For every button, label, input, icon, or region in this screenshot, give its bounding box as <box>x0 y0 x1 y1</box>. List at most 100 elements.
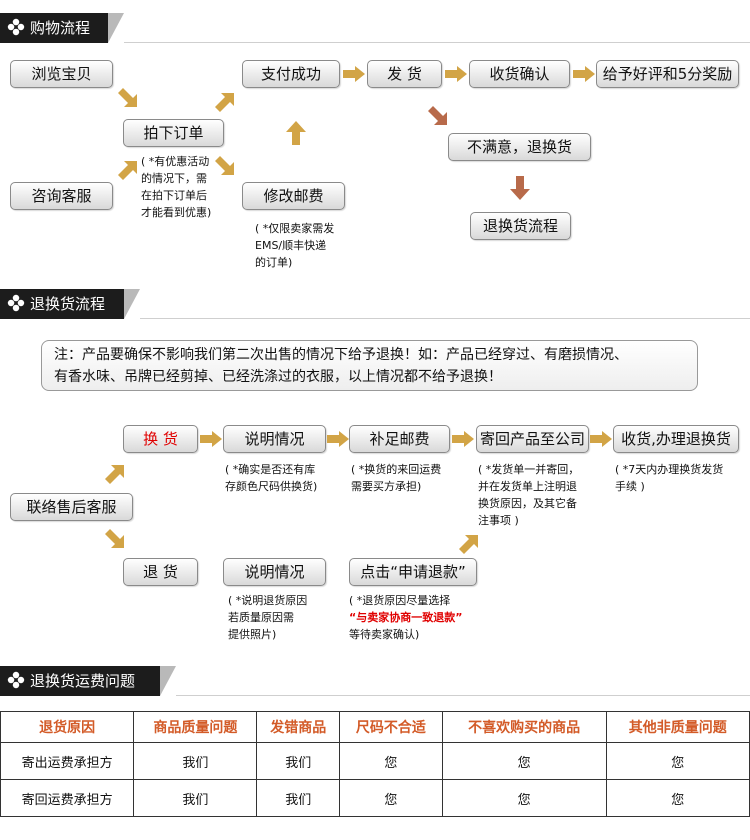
table-header-cell: 退货原因 <box>0 711 135 743</box>
explain-refund-note: ( *说明退货原因 若质量原因需 提供照片) <box>228 592 307 643</box>
shipping-fee-table: 退货原因 商品质量问题 发错商品 尺码不合适 不喜欢购买的商品 其他非质量问题 … <box>0 711 750 817</box>
step-label: 不满意，退换货 <box>466 138 572 156</box>
step-label: 退 货 <box>143 563 178 581</box>
step-ship: 发 货 <box>367 60 442 88</box>
table-row-label: 寄回运费承担方 <box>0 779 135 817</box>
step-label: 给予好评和5分奖励 <box>602 65 733 83</box>
header-tab-edge <box>108 13 124 43</box>
header-rule <box>124 42 750 43</box>
note-line: ( *发货单一并寄回， <box>478 463 580 476</box>
table-row-label: 寄出运费承担方 <box>0 742 135 780</box>
note-line: 的情况下，需 <box>141 172 207 185</box>
table-cell: 您 <box>605 742 750 780</box>
table-cell: 您 <box>338 779 443 817</box>
table-header-cell: 发错商品 <box>256 711 340 743</box>
table-cell: 您 <box>441 742 607 780</box>
note-line: ( *7天内办理换货发货 <box>615 463 724 476</box>
step-pay: 支付成功 <box>242 60 340 88</box>
arrow-ship-to-receive <box>445 66 467 82</box>
arrow-exchange-to-explain <box>200 431 222 447</box>
note-line: 存颜色尺码供换货) <box>225 480 318 493</box>
table-cell: 您 <box>441 779 607 817</box>
table-row: 寄出运费承担方 我们 我们 您 您 您 <box>0 742 750 780</box>
step-exchange: 换 货 <box>123 425 198 453</box>
table-cell: 我们 <box>256 779 340 817</box>
step-review: 给予好评和5分奖励 <box>596 60 739 88</box>
explain-exchange-note: ( *确实是否还有库 存颜色尺码供换货) <box>225 461 317 495</box>
table-header-cell: 尺码不合适 <box>338 711 443 743</box>
note-line: ( *仅限卖家需发 <box>255 222 335 235</box>
note-line: ( *退货原因尽量选择 <box>349 594 451 607</box>
header-rule <box>140 318 750 319</box>
step-refund: 退 货 <box>123 558 198 586</box>
arrow-postage-to-send-back <box>452 431 474 447</box>
header-tab-edge <box>160 666 176 696</box>
return-policy-notice: 注：产品要确保不影响我们第二次出售的情况下给予退换！如：产品已经穿过、有磨损情况… <box>41 340 698 391</box>
note-line: 才能看到优惠) <box>141 206 212 219</box>
step-label: 支付成功 <box>260 65 321 83</box>
arrow-explain-to-postage <box>327 431 349 447</box>
arrow-order-to-modify <box>215 156 234 175</box>
table-cell: 您 <box>605 779 750 817</box>
step-label: 换 货 <box>143 430 178 448</box>
table-cell: 我们 <box>133 742 258 780</box>
table-cell: 我们 <box>256 742 340 780</box>
send-back-note: ( *发货单一并寄回， 并在发货单上注明退 换货原因，及其它备 注事项 ) <box>478 461 579 529</box>
arrow-send-back-to-complete <box>590 431 612 447</box>
note-line: ( *确实是否还有库 <box>225 463 316 476</box>
header-rule <box>176 695 750 696</box>
step-explain-refund: 说明情况 <box>223 558 326 586</box>
flower-icon <box>7 18 25 36</box>
step-label: 咨询客服 <box>31 187 92 205</box>
arrow-modify-to-pay <box>286 121 306 145</box>
arrow-apply-to-send-back <box>459 535 478 554</box>
header-bar: 退换货运费问题 <box>0 666 160 696</box>
arrow-contact-to-refund <box>105 529 124 548</box>
step-receive: 收货确认 <box>469 60 570 88</box>
note-line: ( *换货的来回运费 <box>351 463 442 476</box>
note-line: 手续 ) <box>615 480 645 493</box>
step-apply-refund: 点击“申请退款” <box>349 558 477 586</box>
note-line: 在拍下订单后 <box>141 189 207 202</box>
arrow-consult-to-order <box>118 161 137 180</box>
step-label: 发 货 <box>387 65 422 83</box>
step-label: 点击“申请退款” <box>360 563 466 581</box>
step-label: 拍下订单 <box>143 124 204 142</box>
step-contact-service: 联络售后客服 <box>10 493 133 521</box>
step-browse: 浏览宝贝 <box>10 60 113 88</box>
note-line-emphasis: “与卖家协商一致退款” <box>349 611 463 624</box>
step-return-flow: 退换货流程 <box>470 212 571 240</box>
step-add-postage: 补足邮费 <box>349 425 450 453</box>
order-note: ( *有优惠活动 的情况下，需 在拍下订单后 才能看到优惠) <box>141 153 211 221</box>
step-send-back: 寄回产品至公司 <box>476 425 589 453</box>
note-line: 并在发货单上注明退 <box>478 480 577 493</box>
note-line: 提供照片) <box>228 628 277 641</box>
arrow-pay-to-ship <box>343 66 365 82</box>
step-complete: 收货,办理退换货 <box>613 425 739 453</box>
table-row: 寄回运费承担方 我们 我们 您 您 您 <box>0 779 750 817</box>
arrow-order-to-pay <box>215 93 234 112</box>
note-line: ( *有优惠活动 <box>141 155 210 168</box>
step-consult: 咨询客服 <box>10 182 113 210</box>
step-label: 说明情况 <box>244 430 305 448</box>
add-postage-note: ( *换货的来回运费 需要买方承担) <box>351 461 441 495</box>
notice-line: 有香水味、吊牌已经剪掉、已经洗涤过的衣服，以上情况都不给予退换！ <box>54 369 502 385</box>
step-unsatisfied: 不满意，退换货 <box>448 133 591 161</box>
step-label: 收货,办理退换货 <box>621 430 731 448</box>
header-title: 退换货运费问题 <box>30 672 136 690</box>
note-line: 的订单) <box>255 256 293 269</box>
header-title: 购物流程 <box>30 19 91 37</box>
arrow-ship-to-unsatisfied <box>428 106 447 125</box>
step-modify-postage: 修改邮费 <box>242 182 345 210</box>
apply-refund-note: ( *退货原因尽量选择 “与卖家协商一致退款” 等待卖家确认) <box>349 592 462 643</box>
note-line: EMS/顺丰快递 <box>255 239 327 252</box>
header-tab-edge <box>124 289 140 319</box>
note-line: 等待卖家确认) <box>349 628 420 641</box>
table-header-cell: 不喜欢购买的商品 <box>441 711 607 743</box>
step-label: 联络售后客服 <box>26 498 117 516</box>
step-order: 拍下订单 <box>123 119 224 147</box>
step-explain-exchange: 说明情况 <box>223 425 326 453</box>
step-label: 浏览宝贝 <box>31 65 92 83</box>
table-cell: 您 <box>338 742 443 780</box>
flower-icon <box>7 671 25 689</box>
